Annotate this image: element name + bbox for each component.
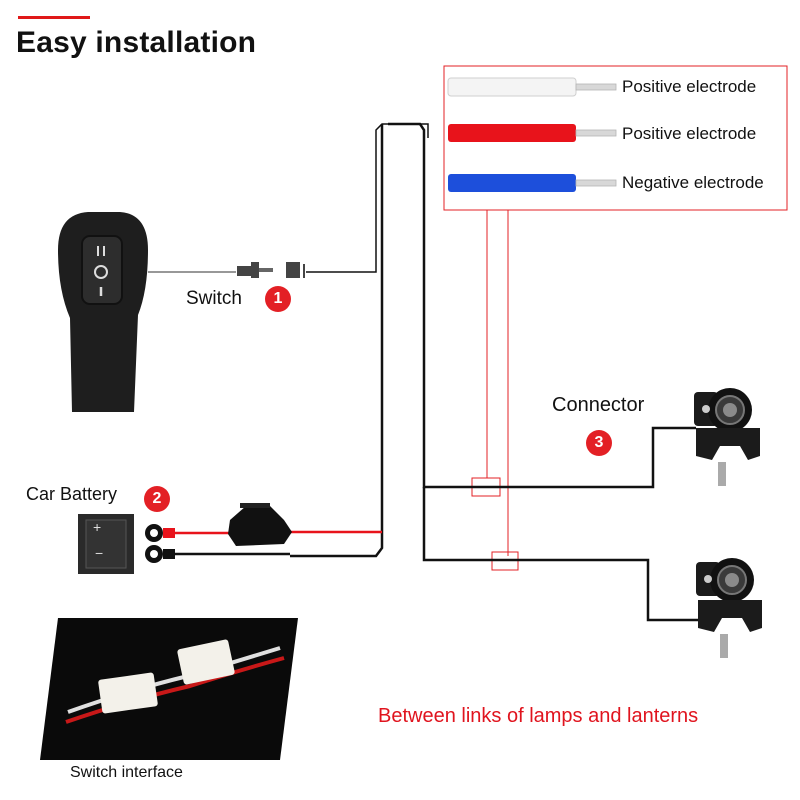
red-wire-sample	[448, 124, 617, 142]
car-battery-label: Car Battery	[26, 484, 118, 504]
battery-minus-sign: −	[95, 545, 104, 561]
lamp-links-caption: Between links of lamps and lanterns	[378, 705, 699, 727]
fuse-holder-icon	[228, 503, 292, 546]
white-wire-sample	[447, 77, 617, 97]
switch-interface-caption: Switch interface	[70, 764, 183, 781]
switch-label: Switch	[186, 288, 242, 309]
fog-lamp-icon-bottom	[696, 558, 762, 658]
battery-terminal-positive	[145, 524, 230, 542]
fog-lamp-icon-top	[694, 388, 760, 486]
switch-harness-wire	[306, 123, 429, 273]
connector-label: Connector	[552, 394, 645, 416]
legend-box	[443, 65, 788, 211]
rocker-switch-icon	[58, 212, 148, 412]
step-badge-2: 2	[144, 486, 170, 512]
blue-wire-sample	[448, 174, 617, 192]
step-badge-1: 1	[265, 286, 291, 312]
page-title: Easy installation	[16, 26, 257, 59]
battery-terminal-negative	[145, 545, 290, 563]
step-badge-3: 3	[586, 430, 612, 456]
legend-label-red: Positive electrode	[622, 124, 757, 143]
guide-lines	[471, 210, 519, 571]
battery-plus-sign: +	[93, 519, 102, 535]
legend-label-blue: Negative electrode	[622, 173, 764, 192]
battery-icon	[78, 514, 134, 574]
harness-photo	[40, 618, 298, 760]
legend-label-white: Positive electrode	[622, 77, 757, 96]
main-harness	[290, 122, 700, 622]
plug-connector-icon	[237, 262, 305, 278]
title-accent-bar	[18, 16, 90, 19]
